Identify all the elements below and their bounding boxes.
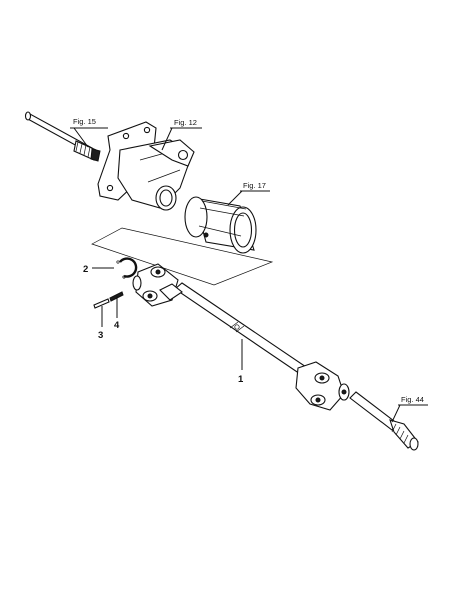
fig-ref-17: Fig. 17 [243,181,266,190]
pin-3 [93,298,110,309]
callout-1: 1 [238,374,244,385]
callout-2: 2 [83,264,88,275]
output-shaft [349,391,419,451]
fig-ref-12: Fig. 12 [174,118,197,127]
input-shaft [24,111,101,162]
housing [97,121,195,211]
front-universal-joint [132,263,183,307]
callout-4: 4 [114,320,120,331]
fig-ref-15: Fig. 15 [73,117,96,126]
assembly-frame [91,227,274,286]
snap-ring [116,257,138,279]
rear-universal-joint [295,361,350,411]
fig-ref-44: Fig. 44 [401,395,424,404]
leader-fig17 [227,190,270,206]
main-shaft [174,282,313,379]
callout-3: 3 [98,330,103,341]
leader-fig15 [70,127,108,148]
leader-fig44 [391,404,428,423]
sleeve [184,196,257,254]
leader-fig12 [161,127,202,151]
